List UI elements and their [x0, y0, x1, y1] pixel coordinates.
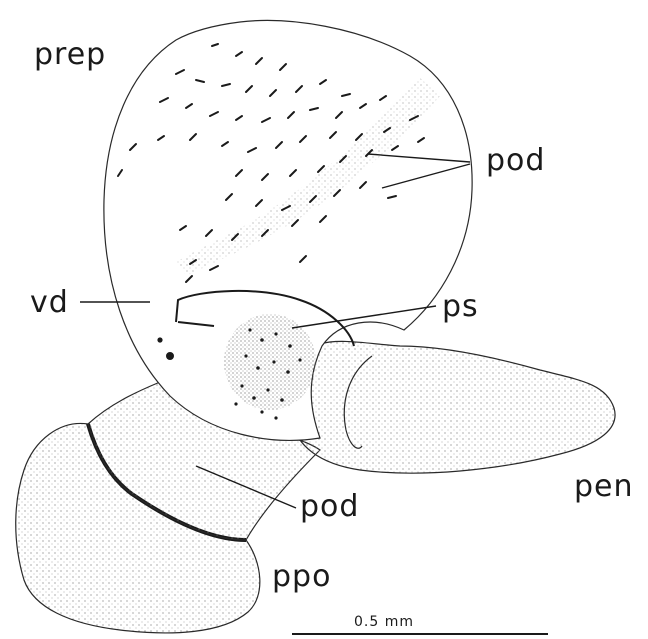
pen-body [291, 341, 615, 473]
label-ppo: ppo [272, 559, 331, 594]
label-prep: prep [34, 37, 106, 72]
label-pen: pen [574, 469, 634, 504]
scale-bar-label: 0.5 mm [354, 614, 414, 630]
label-vd: vd [30, 285, 69, 320]
label-pod-lower: pod [300, 489, 359, 524]
label-pod-upper: pod [486, 143, 545, 178]
label-ps: ps [442, 289, 479, 324]
